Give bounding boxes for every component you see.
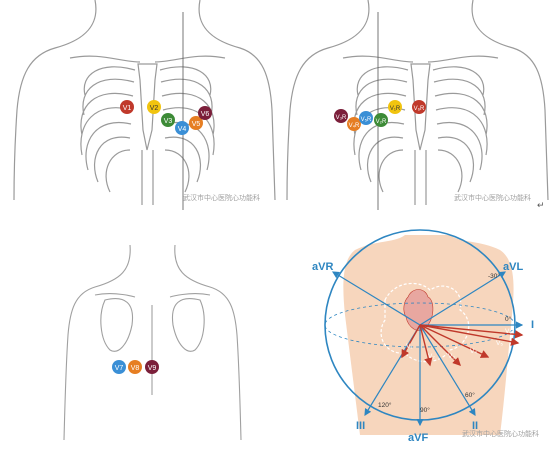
electrode-v3: V3 bbox=[161, 113, 175, 127]
electrode-v8: V8 bbox=[128, 360, 142, 374]
vector-v4 bbox=[419, 324, 490, 358]
label-avf: aVF bbox=[408, 432, 428, 444]
watermark: 武汉市中心医院心功能科 bbox=[183, 193, 260, 202]
electrode-v5r: V₅R bbox=[359, 111, 373, 125]
svg-text:V4: V4 bbox=[178, 126, 187, 133]
angle-120: 120° bbox=[378, 401, 392, 409]
axis-lead2 bbox=[419, 324, 476, 417]
label-avr: aVR bbox=[312, 261, 333, 273]
scapula-left bbox=[100, 298, 134, 352]
label-v4: V₄ bbox=[470, 348, 477, 355]
watermark: 武汉市中心医院心功能科 bbox=[462, 429, 539, 438]
svg-text:V9: V9 bbox=[148, 365, 157, 372]
axis-avr bbox=[331, 271, 421, 326]
electrode-v4r: V₄R bbox=[347, 117, 361, 131]
vector-v5 bbox=[419, 324, 520, 346]
ribs-left bbox=[353, 66, 409, 193]
svg-text:V₆R: V₆R bbox=[414, 106, 425, 112]
clavicle-right bbox=[427, 55, 499, 63]
sternum bbox=[410, 63, 431, 151]
shoulder-blade-ridge bbox=[94, 293, 211, 298]
svg-text:V7: V7 bbox=[115, 365, 124, 372]
svg-text:V8: V8 bbox=[131, 365, 140, 372]
angle-60: 60° bbox=[465, 391, 475, 399]
body-outline-left bbox=[13, 0, 97, 201]
panel-back: V7 V8 V9 bbox=[0, 225, 278, 446]
body-outline-left bbox=[286, 0, 370, 201]
chest-standard-figure: V1 V2 V3 V4 V5 V6 武汉市中心医院心功能科 bbox=[13, 0, 276, 210]
sternum bbox=[137, 63, 158, 151]
spine bbox=[414, 150, 427, 205]
body-outline-right bbox=[198, 0, 276, 201]
scapula-right bbox=[171, 298, 205, 352]
label-v2: V₂ bbox=[428, 353, 435, 360]
electrode-v4: V4 bbox=[175, 121, 189, 135]
body-outline-left bbox=[63, 244, 131, 441]
vector-v1 bbox=[401, 324, 421, 359]
clavicle-left bbox=[69, 55, 141, 63]
electrode-v6r: V₆R bbox=[412, 100, 426, 114]
return-mark: ↵ bbox=[537, 200, 545, 210]
electrode-v2r: V₂R bbox=[374, 113, 388, 127]
label-v5: V₅ bbox=[496, 340, 503, 347]
electrode-v5: V5 bbox=[189, 116, 203, 130]
electrode-v6: V6 bbox=[198, 106, 212, 120]
panel-chest-right: V₃R V₄R V₅R V₂R V₁R V₆R 武汉市中心医院心功能科 ↵ bbox=[278, 0, 556, 215]
panel-chest-standard: V1 V2 V3 V4 V5 V6 武汉市中心医院心功能科 bbox=[0, 0, 278, 215]
svg-text:V6: V6 bbox=[201, 111, 210, 118]
ribs-left bbox=[80, 66, 136, 193]
label-v3: V₃ bbox=[448, 353, 455, 360]
clavicle-left bbox=[342, 55, 414, 63]
svg-text:V2: V2 bbox=[150, 105, 159, 112]
angle-0: 0° bbox=[505, 315, 512, 323]
label-lead2: II bbox=[472, 420, 478, 432]
electrode-v1r: V₁R bbox=[388, 100, 402, 114]
axis-avl bbox=[419, 271, 507, 326]
vector-v2 bbox=[419, 324, 433, 367]
svg-text:V₁R: V₁R bbox=[390, 106, 401, 112]
svg-text:V1: V1 bbox=[123, 105, 132, 112]
chest-right-figure: V₃R V₄R V₅R V₂R V₁R V₆R 武汉市中心医院心功能科 ↵ bbox=[286, 0, 549, 210]
label-avl: aVL bbox=[503, 261, 523, 273]
svg-text:V3: V3 bbox=[164, 118, 173, 125]
label-lead1: I bbox=[531, 319, 534, 331]
svg-text:V5: V5 bbox=[192, 121, 201, 128]
vector-v3 bbox=[419, 324, 461, 366]
label-lead3: III bbox=[356, 420, 365, 432]
electrode-v2: V2 bbox=[147, 100, 161, 114]
electrode-v9: V9 bbox=[145, 360, 159, 374]
watermark: 武汉市中心医院心功能科 bbox=[454, 193, 531, 202]
electrode-v7: V7 bbox=[112, 360, 126, 374]
body-outline-right bbox=[174, 244, 242, 441]
vector-v6 bbox=[419, 324, 524, 339]
svg-text:V₂R: V₂R bbox=[376, 119, 387, 125]
back-figure: V7 V8 V9 bbox=[63, 244, 242, 441]
body-outline-right bbox=[471, 0, 549, 201]
panel-axes: aVR aVL I aVF III II -30° 0° 120° 90° 60… bbox=[300, 225, 556, 446]
body-silhouette bbox=[343, 235, 514, 435]
clavicle-right bbox=[154, 55, 226, 63]
svg-text:V₅R: V₅R bbox=[361, 117, 372, 123]
ribs-right bbox=[432, 66, 488, 193]
angle-90: 90° bbox=[420, 406, 430, 414]
svg-text:V₄R: V₄R bbox=[349, 123, 360, 129]
electrode-v3r: V₃R bbox=[334, 109, 348, 123]
axes-figure: aVR aVL I aVF III II -30° 0° 120° 90° 60… bbox=[312, 229, 539, 444]
angle-minus30: -30° bbox=[488, 272, 500, 280]
spine bbox=[141, 150, 154, 205]
svg-text:V₃R: V₃R bbox=[336, 115, 347, 121]
label-v1: V₁ bbox=[406, 343, 413, 350]
label-v6: V₆ bbox=[505, 328, 512, 335]
electrode-v1: V1 bbox=[120, 100, 134, 114]
heart-region bbox=[380, 282, 470, 363]
